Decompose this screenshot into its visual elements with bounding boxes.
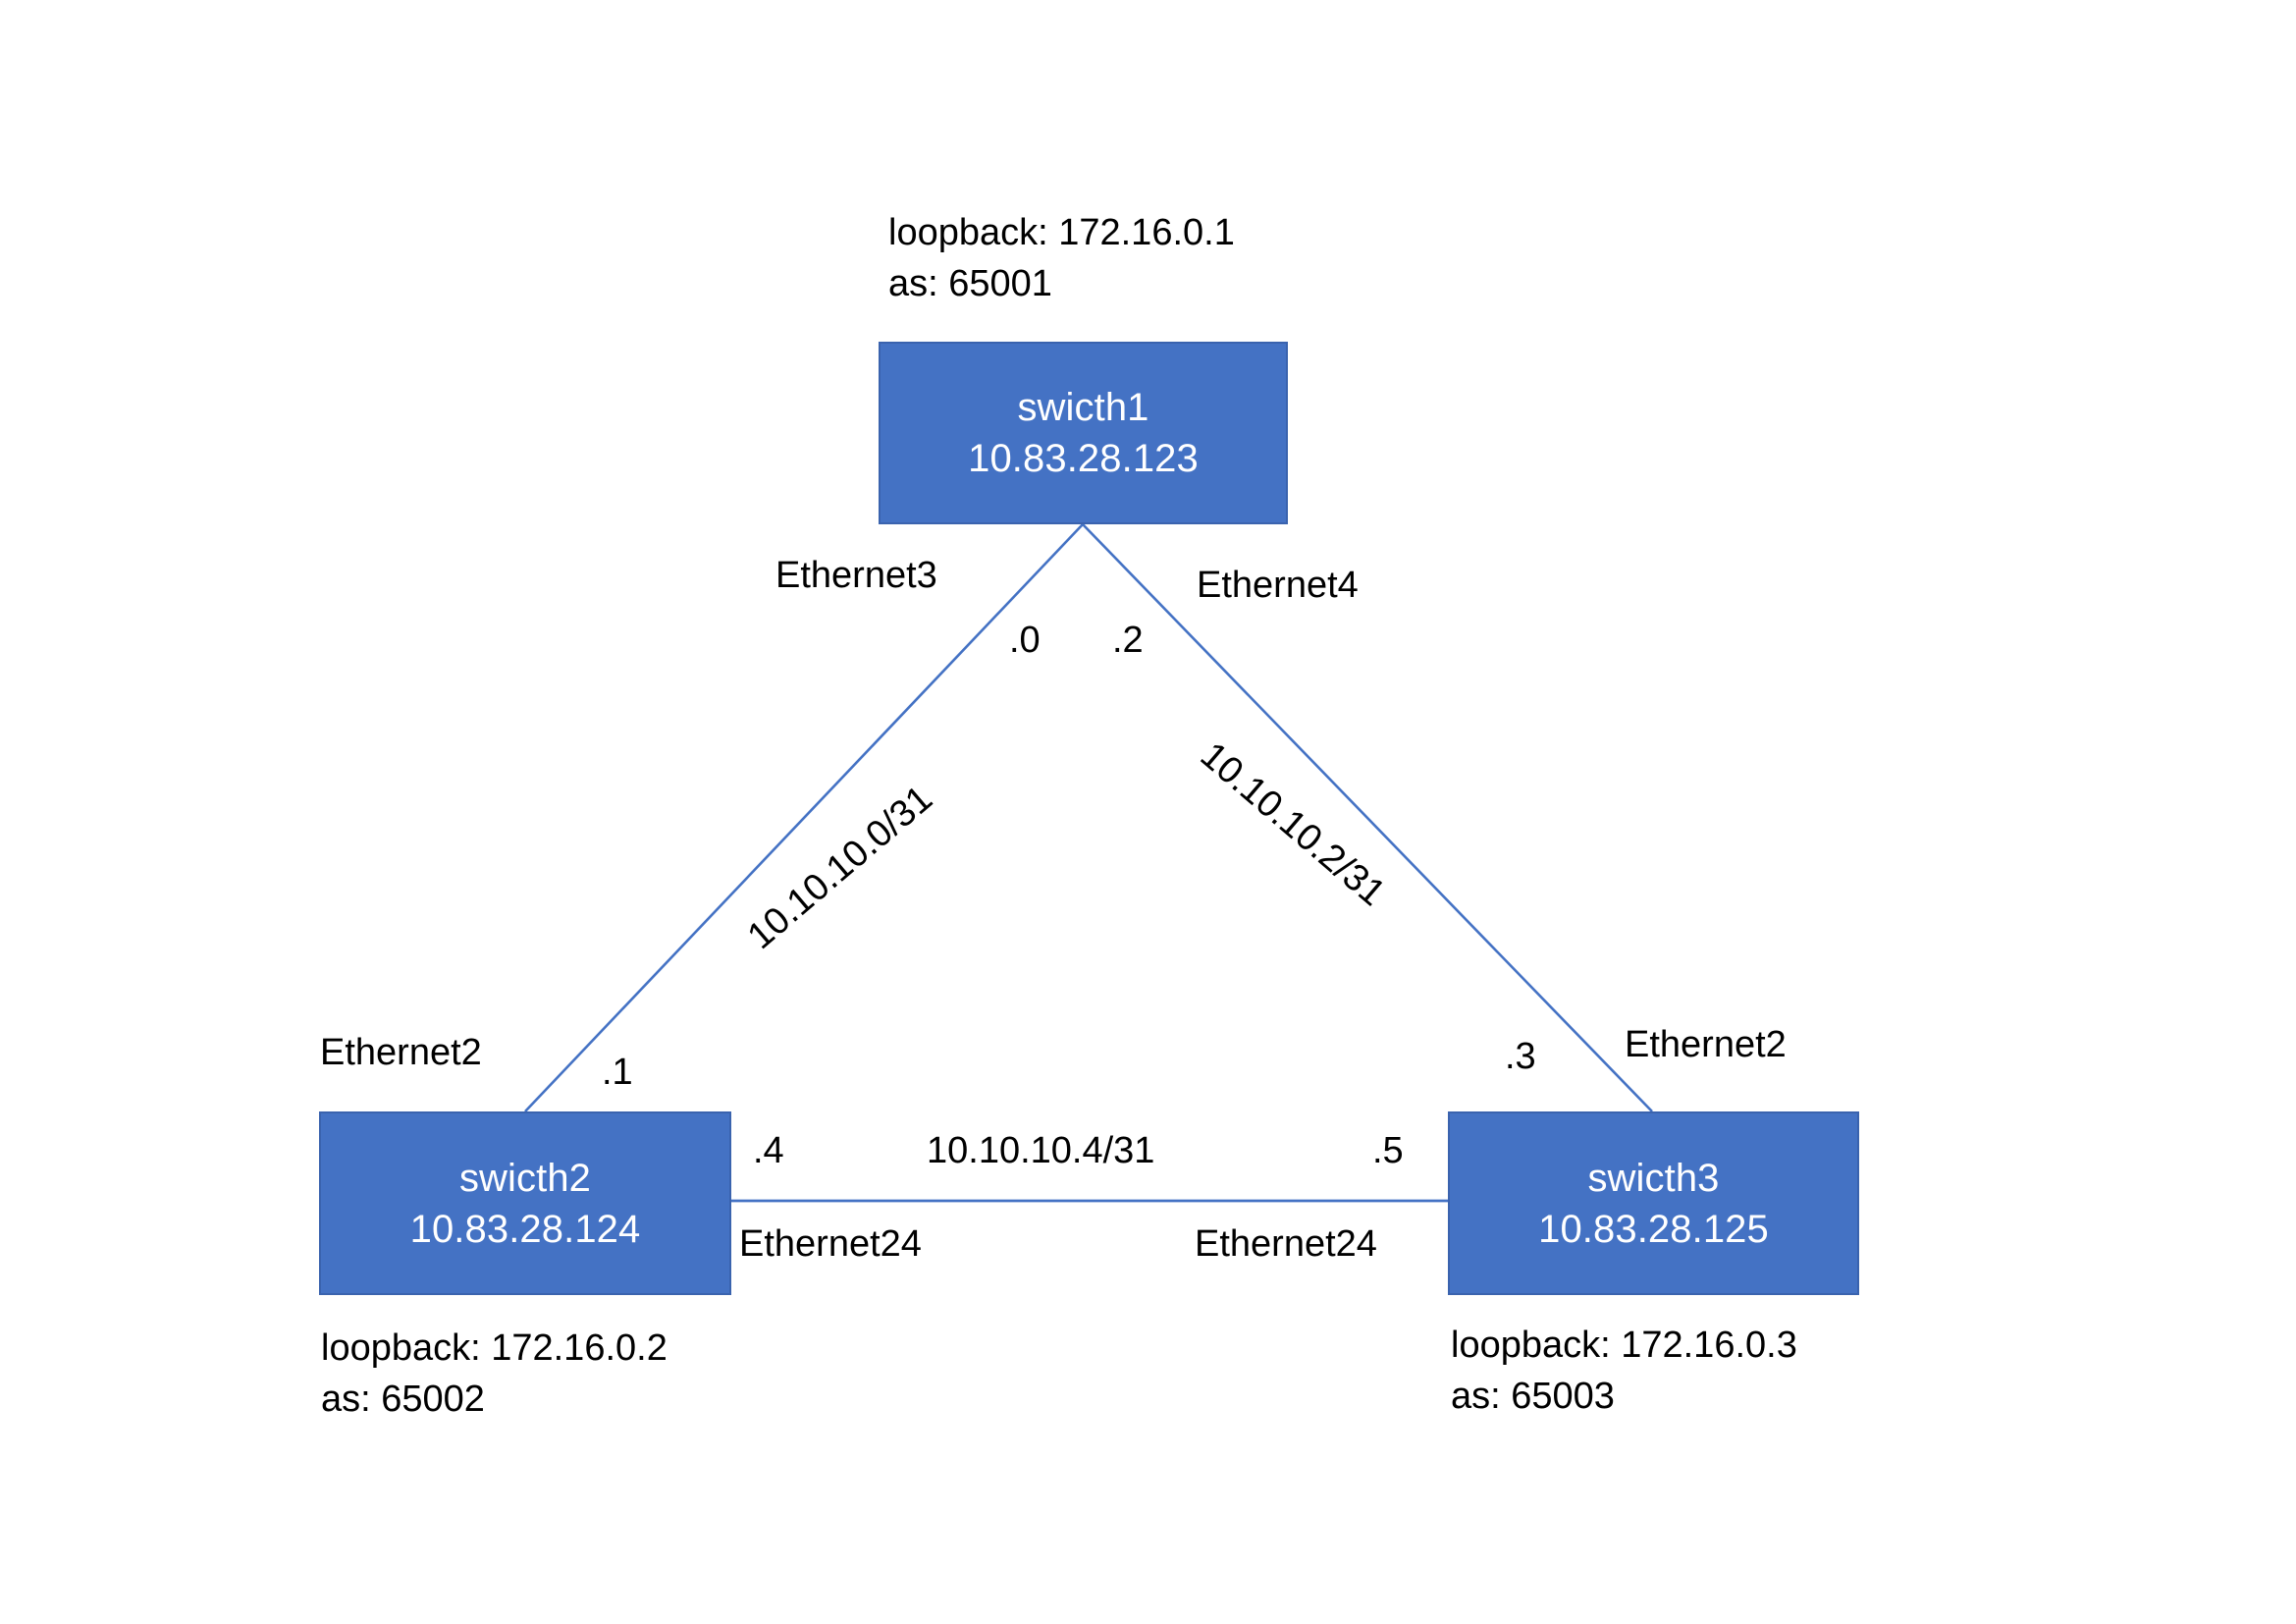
label-host-5: .5 bbox=[1372, 1130, 1404, 1171]
node-swicth3-name: swicth3 bbox=[1587, 1156, 1720, 1200]
label-swicth2-ethernet2: Ethernet2 bbox=[320, 1032, 482, 1073]
annotation-swicth3-loopback: loopback: 172.16.0.3 bbox=[1451, 1325, 1797, 1366]
label-host-1: .1 bbox=[602, 1052, 633, 1093]
label-swicth1-ethernet4: Ethernet4 bbox=[1197, 565, 1359, 606]
label-host-4: .4 bbox=[753, 1130, 784, 1171]
label-swicth1-ethernet3: Ethernet3 bbox=[775, 555, 937, 596]
label-swicth3-ethernet2: Ethernet2 bbox=[1625, 1024, 1787, 1065]
link-line-swicth1-swicth3 bbox=[1082, 523, 1653, 1112]
annotation-swicth1-as: as: 65001 bbox=[888, 262, 1052, 304]
annotation-swicth2-loopback: loopback: 172.16.0.2 bbox=[321, 1327, 667, 1369]
node-swicth2[interactable]: swicth2 10.83.28.124 bbox=[319, 1111, 731, 1295]
label-subnet-10.10.10.0-31: 10.10.10.0/31 bbox=[739, 778, 940, 958]
label-host-2: .2 bbox=[1112, 620, 1144, 661]
node-swicth2-name: swicth2 bbox=[458, 1156, 592, 1200]
label-host-0: .0 bbox=[1009, 620, 1041, 661]
annotation-swicth2-as: as: 65002 bbox=[321, 1378, 485, 1420]
label-swicth2-ethernet24: Ethernet24 bbox=[739, 1223, 922, 1265]
label-subnet-10.10.10.4-31: 10.10.10.4/31 bbox=[927, 1130, 1155, 1171]
node-swicth1[interactable]: swicth1 10.83.28.123 bbox=[879, 342, 1288, 524]
label-subnet-10.10.10.2-31: 10.10.10.2/31 bbox=[1192, 734, 1393, 915]
link-line-swicth1-swicth2 bbox=[524, 523, 1084, 1112]
node-swicth3[interactable]: swicth3 10.83.28.125 bbox=[1448, 1111, 1859, 1295]
node-swicth1-ip: 10.83.28.123 bbox=[968, 437, 1199, 480]
label-swicth3-ethernet24: Ethernet24 bbox=[1195, 1223, 1377, 1265]
label-host-3: .3 bbox=[1505, 1036, 1536, 1077]
node-swicth3-ip: 10.83.28.125 bbox=[1538, 1207, 1769, 1251]
annotation-swicth3: loopback: 172.16.0.3 as: 65003 bbox=[1451, 1321, 1797, 1422]
annotation-swicth1: loopback: 172.16.0.1 as: 65001 bbox=[888, 208, 1235, 309]
node-swicth1-name: swicth1 bbox=[1017, 386, 1149, 429]
annotation-swicth2: loopback: 172.16.0.2 as: 65002 bbox=[321, 1324, 667, 1425]
annotation-swicth1-loopback: loopback: 172.16.0.1 bbox=[888, 212, 1235, 253]
node-swicth2-ip: 10.83.28.124 bbox=[409, 1207, 641, 1251]
annotation-swicth3-as: as: 65003 bbox=[1451, 1375, 1615, 1417]
